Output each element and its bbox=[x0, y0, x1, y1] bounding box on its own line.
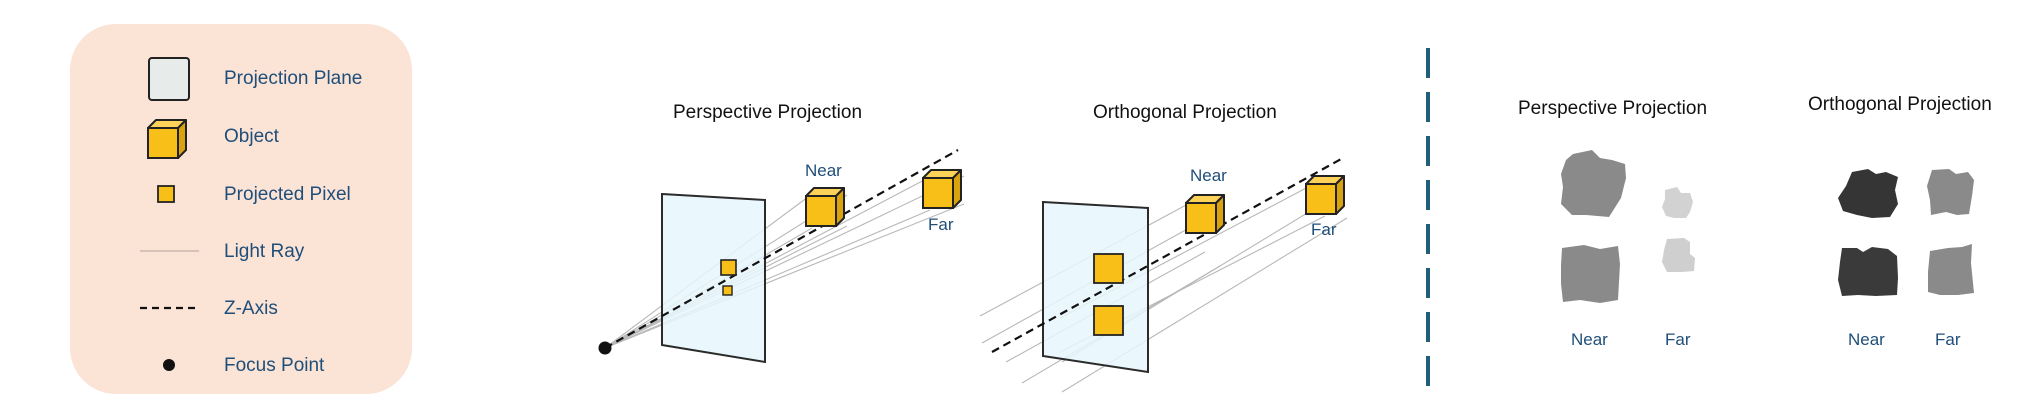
orthogonal-result-far-top-blob bbox=[1927, 169, 1974, 215]
perspective-result: Perspective Projection Near Far bbox=[1518, 98, 1707, 349]
perspective-result-far-top-blob bbox=[1662, 187, 1693, 218]
legend: Projection Plane Object Projected Pixel … bbox=[70, 24, 412, 394]
orthogonal-projection-plane bbox=[1042, 200, 1149, 374]
legend-item-z-axis: Z-Axis bbox=[140, 298, 278, 319]
cube-icon bbox=[147, 119, 187, 159]
legend-item-projected-pixel: Projected Pixel bbox=[157, 184, 351, 205]
orthogonal-far-label: Far bbox=[1311, 220, 1337, 239]
perspective-result-far-label: Far bbox=[1665, 330, 1691, 349]
perspective-object-near bbox=[805, 187, 845, 227]
orthogonal-result-title: Orthogonal Projection bbox=[1808, 94, 1992, 115]
orthogonal-projected-pixel-near bbox=[1093, 253, 1124, 284]
legend-item-object: Object bbox=[147, 119, 280, 159]
legend-label-z-axis: Z-Axis bbox=[224, 298, 278, 319]
perspective-object-far bbox=[922, 169, 962, 209]
perspective-title: Perspective Projection bbox=[673, 102, 862, 123]
perspective-projection-plane bbox=[661, 192, 766, 364]
orthogonal-z-axis bbox=[991, 157, 1344, 353]
perspective-result-near-bottom-blob bbox=[1561, 245, 1620, 303]
legend-label-projected-pixel: Projected Pixel bbox=[224, 184, 351, 205]
perspective-light-rays bbox=[604, 175, 965, 349]
orthogonal-title: Orthogonal Projection bbox=[1093, 102, 1277, 123]
orthogonal-result-near-bottom-blob bbox=[1838, 247, 1898, 296]
pixel-square-icon bbox=[157, 185, 175, 203]
perspective-panel: Perspective Projection Near Far bbox=[598, 102, 965, 364]
perspective-far-label: Far bbox=[928, 215, 954, 234]
perspective-z-axis bbox=[604, 149, 959, 349]
perspective-result-title: Perspective Projection bbox=[1518, 98, 1707, 119]
legend-item-projection-plane: Projection Plane bbox=[148, 57, 362, 101]
perspective-projected-pixel-far bbox=[722, 285, 733, 296]
orthogonal-result-far-bottom-blob bbox=[1928, 244, 1974, 295]
orthogonal-result: Orthogonal Projection Near Far bbox=[1808, 94, 1992, 349]
perspective-near-label: Near bbox=[805, 161, 842, 180]
orthogonal-result-far-label: Far bbox=[1935, 330, 1961, 349]
legend-background bbox=[70, 24, 412, 394]
orthogonal-light-rays bbox=[979, 185, 1348, 393]
orthogonal-object-near bbox=[1185, 194, 1225, 234]
orthogonal-near-label: Near bbox=[1190, 166, 1227, 185]
orthogonal-object-far bbox=[1305, 175, 1345, 215]
orthogonal-projected-pixel-far bbox=[1093, 305, 1124, 336]
perspective-result-far-bottom-blob bbox=[1662, 238, 1695, 272]
legend-label-object: Object bbox=[224, 126, 280, 147]
legend-item-light-ray: Light Ray bbox=[140, 241, 305, 262]
perspective-result-near-label: Near bbox=[1571, 330, 1608, 349]
legend-label-projection-plane: Projection Plane bbox=[224, 68, 362, 89]
legend-item-focus-point: Focus Point bbox=[163, 355, 325, 376]
perspective-projected-pixel-near bbox=[720, 259, 737, 276]
perspective-focus-point bbox=[598, 341, 612, 355]
dot-icon bbox=[163, 359, 175, 371]
orthogonal-result-near-label: Near bbox=[1848, 330, 1885, 349]
orthogonal-panel: Orthogonal Projection Near Far bbox=[979, 102, 1348, 393]
projection-plane-icon bbox=[148, 57, 190, 101]
perspective-result-near-top-blob bbox=[1561, 150, 1626, 217]
legend-label-focus-point: Focus Point bbox=[224, 355, 325, 376]
orthogonal-result-near-top-blob bbox=[1838, 169, 1898, 218]
legend-label-light-ray: Light Ray bbox=[224, 241, 305, 262]
